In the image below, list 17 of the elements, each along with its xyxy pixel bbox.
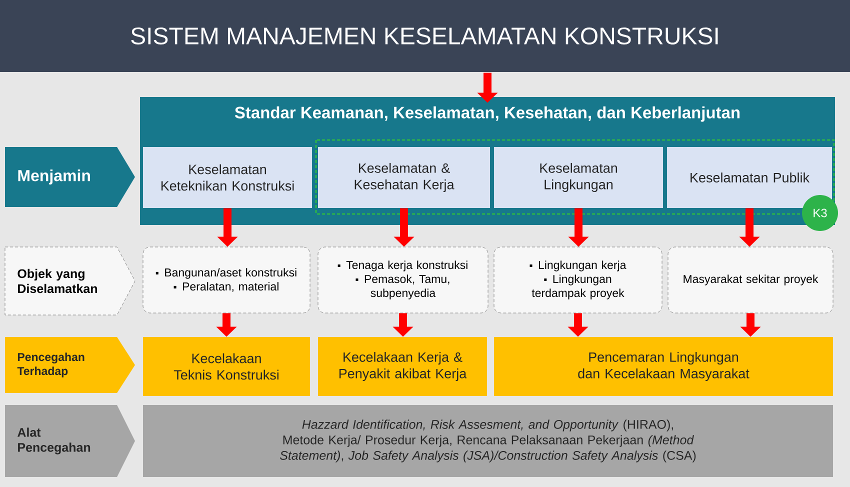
tools-box: Hazzard Identification, Risk Assesment, and Opportunity (HIRAO), Metode Kerja/ Prosedur Kerja, Rencana Pelaksanaan Pekerjaan (Method Statement), Job Safety Analysis (JSA)/Construction Safety Analysis (CSA)	[143, 405, 834, 477]
category-box: Keselamatan Publik	[667, 147, 832, 208]
title-banner: SISTEM MANAJEMEN KESELAMATAN KONSTRUKSI	[0, 0, 850, 72]
hazard-box: Kecelakaan Kerja & Penyakit akibat Kerja	[318, 337, 487, 396]
row-label-banner: Alat Pencegahan	[5, 405, 135, 477]
hazard-box: Kecelakaan Teknis Konstruksi	[143, 337, 310, 396]
category-box: Keselamatan Lingkungan	[494, 147, 663, 208]
category-box: Keselamatan Keteknikan Konstruksi	[143, 147, 312, 208]
object-box: Lingkungan kerja Lingkungan terdampak proyek	[494, 246, 662, 314]
row-label-banner: Objek yang Diselamatkan	[4, 246, 136, 316]
hazard-box: Pencemaran Lingkungan dan Kecelakaan Masyarakat	[494, 337, 834, 396]
object-box: Bangunan/aset konstruksi Peralatan, material	[142, 246, 310, 314]
category-box: Keselamatan & Kesehatan Kerja	[318, 147, 490, 208]
row-label-banner: Pencegahan Terhadap	[5, 337, 135, 393]
object-box: Masyarakat sekitar proyek	[668, 246, 834, 314]
row-label-banner: Menjamin	[5, 147, 135, 207]
object-box: Tenaga kerja konstruksi Pemasok, Tamu, subpenyedia	[318, 246, 488, 314]
